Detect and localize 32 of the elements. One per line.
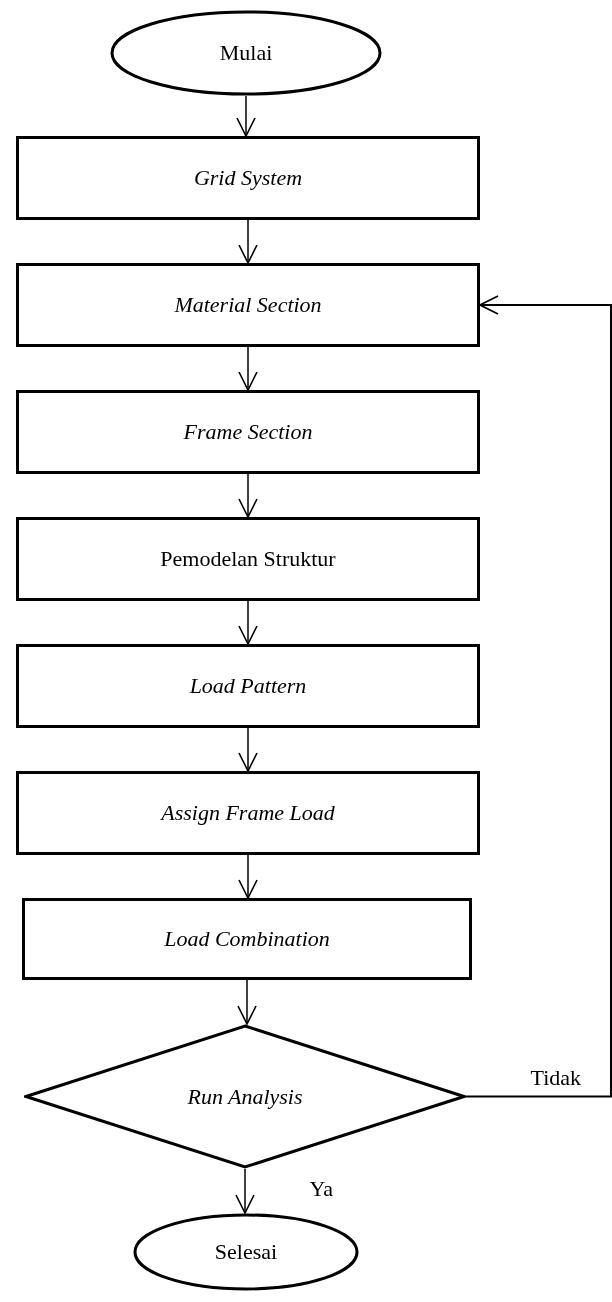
node-label: Mulai: [219, 40, 273, 66]
terminal-ellipse: [133, 1213, 359, 1291]
node-label: Run Analysis: [187, 1083, 303, 1110]
arrow: [238, 600, 258, 645]
process-box: [16, 390, 480, 474]
node-label: Load Pattern: [189, 673, 307, 699]
edge-label: Tidak: [530, 1064, 582, 1091]
arrow: [238, 346, 258, 391]
decision-diamond: [24, 1024, 466, 1169]
node-label: Pemodelan Struktur: [160, 546, 336, 572]
terminal-ellipse: [110, 10, 382, 96]
node-label: Frame Section: [183, 419, 313, 445]
process-box: [16, 136, 480, 220]
arrow: [236, 95, 256, 137]
process-box: [22, 898, 472, 980]
process-box: [16, 263, 480, 347]
node-label: Assign Frame Load: [161, 800, 335, 826]
node-label: Grid System: [193, 165, 303, 191]
node-label: Material Section: [174, 292, 322, 318]
arrow: [237, 979, 257, 1025]
process-box: [16, 644, 480, 728]
arrow: [238, 727, 258, 772]
node-label: Load Combination: [164, 926, 330, 952]
edge-label: Ya: [309, 1176, 333, 1202]
arrow: [465, 295, 612, 1098]
process-box: [16, 771, 480, 855]
arrow: [238, 473, 258, 518]
process-box: [16, 517, 480, 601]
arrow: [235, 1168, 255, 1214]
arrow: [238, 854, 258, 899]
node-label: Selesai: [214, 1239, 278, 1265]
arrow: [238, 219, 258, 264]
